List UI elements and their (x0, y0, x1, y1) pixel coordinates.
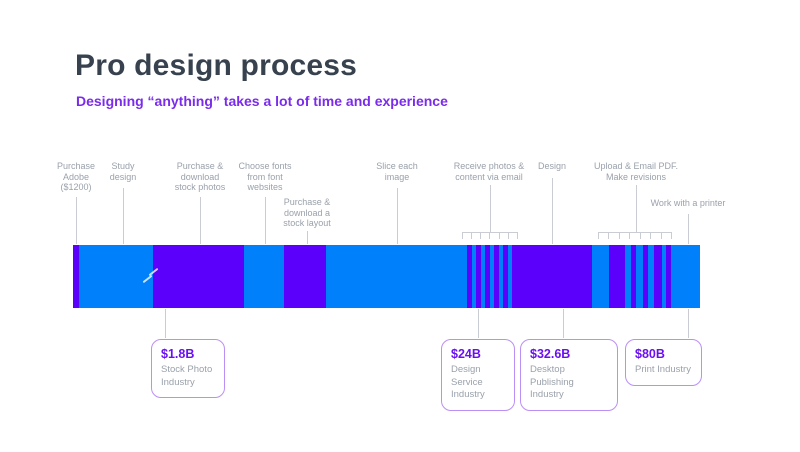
step-label: Purchase & download a stock layout (283, 197, 331, 228)
leader-line (76, 197, 77, 244)
bar-segment-purple (643, 245, 648, 308)
industry-callout: $24B Design Service Industry (441, 339, 515, 411)
bar-segment-purple (153, 245, 244, 308)
bar-segment-blue (481, 245, 485, 308)
leader-line (552, 178, 553, 244)
industry-value: $32.6B (530, 347, 571, 361)
bracket-tick (608, 233, 610, 239)
bar-segment-blue (625, 245, 631, 308)
industry-label: Design Service Industry (451, 364, 485, 400)
process-bar (73, 245, 700, 308)
callout-leader-line (478, 309, 479, 338)
industry-callout: $80B Print Industry (625, 339, 702, 386)
industry-callout: $32.6B Desktop Publishing Industry (520, 339, 618, 411)
bracket-tick (618, 233, 620, 239)
leader-line (307, 231, 308, 244)
bracket-tick (471, 233, 473, 239)
bar-segment-blue (472, 245, 476, 308)
bar-segment-purple (284, 245, 326, 308)
leader-line (265, 197, 266, 244)
bar-segment-blue (671, 245, 700, 308)
industry-label: Print Industry (635, 364, 691, 375)
bracket-tick (480, 233, 482, 239)
bracket-tick (670, 233, 672, 239)
leader-line (200, 197, 201, 244)
leader-line (397, 188, 398, 244)
bar-segment-blue (662, 245, 666, 308)
bar-segment-purple (485, 245, 490, 308)
industry-value: $1.8B (161, 347, 195, 361)
industry-value: $24B (451, 347, 481, 361)
step-label: Choose fonts from font websites (238, 161, 292, 192)
industry-label: Stock Photo Industry (161, 364, 213, 388)
bar-segment-purple (609, 245, 625, 308)
page-subtitle: Designing “anything” takes a lot of time… (76, 93, 448, 109)
bracket-tick (629, 233, 631, 239)
bar-segment-blue (508, 245, 512, 308)
bar-segment-purple (494, 245, 499, 308)
bracket-stem-line (490, 185, 491, 232)
bracket-stem-line (636, 185, 637, 232)
leader-line (688, 214, 689, 244)
bracket-tick (660, 233, 662, 239)
bar-segment-purple (654, 245, 662, 308)
bracket-tick (489, 233, 491, 239)
bar-segment-purple (503, 245, 508, 308)
bar-segment-blue (648, 245, 654, 308)
bar-segment-blue (326, 245, 467, 308)
bar-segment-purple (666, 245, 671, 308)
bar-segment-blue (244, 245, 284, 308)
callout-leader-line (563, 309, 564, 338)
page-title: Pro design process (75, 49, 358, 82)
step-label: Study design (109, 161, 137, 182)
bar-segment-blue (592, 245, 609, 308)
step-label: Design (537, 161, 567, 171)
bracket-tick (498, 233, 500, 239)
bar-segment-purple (467, 245, 472, 308)
callout-leader-line (688, 309, 689, 338)
step-label: Purchase Adobe ($1200) (56, 161, 96, 192)
bracket-tick (516, 233, 518, 239)
bar-segment-purple (476, 245, 481, 308)
step-label: Purchase & download stock photos (174, 161, 226, 192)
bar-segment-blue (79, 245, 153, 308)
step-label: Work with a printer (650, 198, 726, 208)
bracket-tick (462, 233, 463, 239)
bracket-tick (507, 233, 509, 239)
bar-segment-blue (636, 245, 643, 308)
bracket-comb (598, 232, 672, 239)
step-label: Receive photos & content via email (453, 161, 525, 182)
bar-segment-blue (499, 245, 503, 308)
industry-value: $80B (635, 347, 665, 361)
bar-segment-purple (512, 245, 592, 308)
bracket-tick (639, 233, 641, 239)
bracket-tick (598, 233, 599, 239)
bar-segment-purple (73, 245, 79, 308)
bar-segment-purple (631, 245, 636, 308)
bar-segment-blue (490, 245, 494, 308)
leader-line (123, 188, 124, 244)
bracket-comb (462, 232, 518, 239)
bracket-tick (650, 233, 652, 239)
step-label: Slice each image (376, 161, 418, 182)
industry-callout: $1.8B Stock Photo Industry (151, 339, 225, 398)
step-label: Upload & Email PDF. Make revisions (593, 161, 679, 182)
industry-label: Desktop Publishing Industry (530, 364, 574, 400)
callout-leader-line (165, 309, 166, 338)
